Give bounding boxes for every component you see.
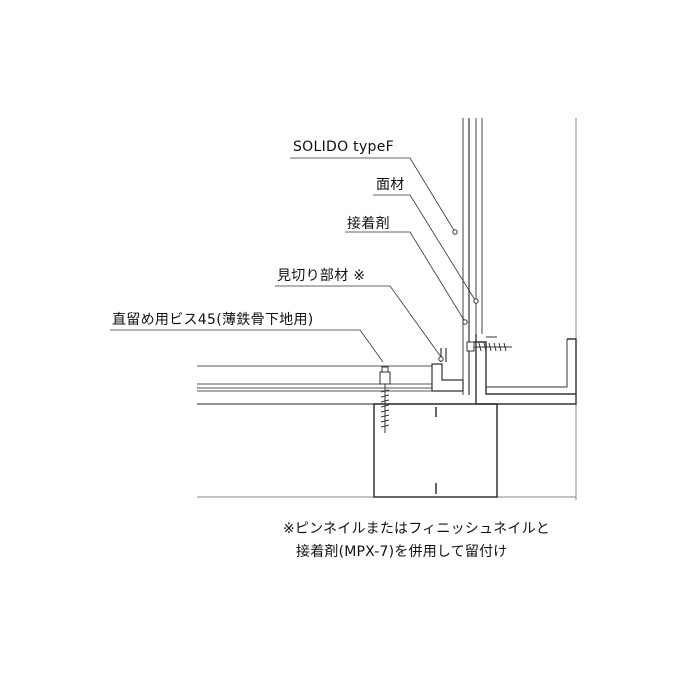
- label-screw: 直留め用ビス45(薄鉄骨下地用): [112, 312, 314, 328]
- screw-horizontal: [466, 341, 512, 352]
- floor-layers: [197, 365, 576, 498]
- screw-vertical: [379, 366, 391, 433]
- label-trim-member: 見切り部材 ※: [277, 268, 366, 284]
- label-adhesive: 接着剤: [347, 216, 390, 232]
- note-line-2: 接着剤(MPX-7)を併用して留付け: [296, 544, 508, 560]
- label-solido: SOLIDO typeF: [293, 139, 395, 155]
- leader-lines: [110, 157, 476, 363]
- label-face-material: 面材: [376, 177, 405, 193]
- trim-member: [431, 348, 464, 392]
- note-line-1: ※ピンネイルまたはフィニッシュネイルと: [283, 521, 550, 537]
- wall-panel: [462, 118, 577, 500]
- leader-dots: [438, 229, 479, 362]
- joist: [373, 403, 498, 498]
